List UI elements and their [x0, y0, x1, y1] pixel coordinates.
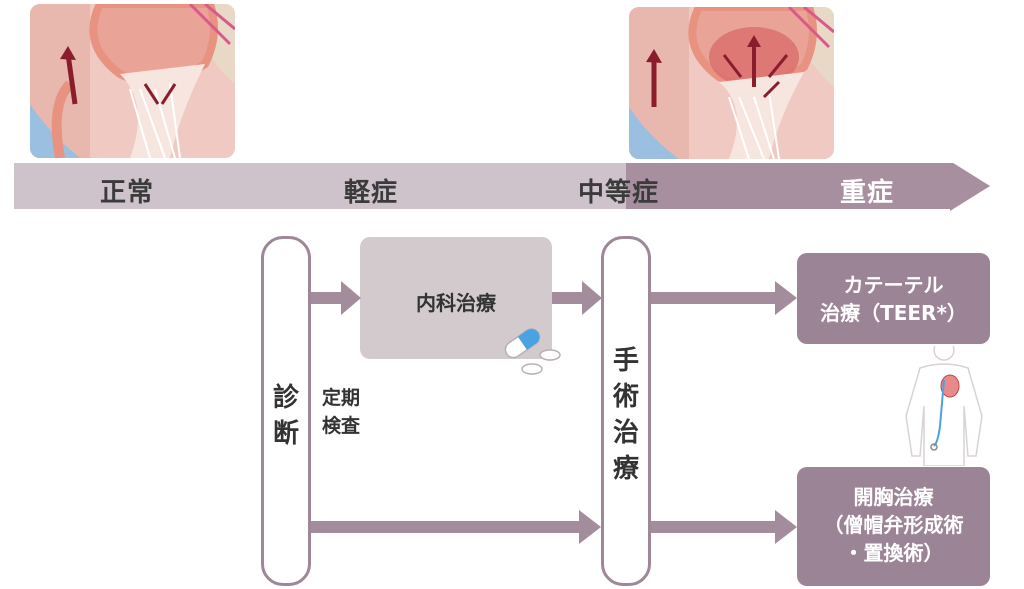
arrow-medical-to-surgery [552, 281, 602, 315]
diagnosis-label-2: 断 [272, 419, 299, 449]
arrow-diagnosis-to-surgery [311, 510, 601, 544]
surgery-pill [601, 236, 651, 586]
catheter-line1: カテーテル [843, 273, 944, 297]
open-chest-treatment-box: 開胸治療 （僧帽弁形成術 ・置換術） [797, 467, 990, 586]
surgery-char-4: 療 [612, 454, 639, 484]
stage-normal: 正常 [100, 178, 155, 208]
stage-severe: 重症 [840, 178, 895, 208]
surgery-char-1: 手 [612, 346, 639, 376]
stage-mild: 軽症 [344, 178, 399, 208]
regurgitation-valve-illustration [629, 7, 834, 159]
arrow-surgery-to-open-chest [651, 510, 797, 544]
surgery-char-2: 術 [612, 382, 639, 412]
pill-capsule-icon [504, 328, 561, 375]
open-chest-line2: （僧帽弁形成術 [823, 513, 964, 537]
open-chest-line1: 開胸治療 [853, 485, 934, 509]
arrow-surgery-to-catheter [651, 281, 797, 315]
diagnosis-pill [261, 236, 311, 586]
checkup-line2: 検査 [322, 415, 361, 437]
arrow-diagnosis-to-medical [311, 281, 361, 315]
normal-valve-illustration [30, 4, 235, 158]
checkup-line1: 定期 [322, 387, 361, 409]
stage-moderate: 中等症 [578, 178, 660, 208]
diagnosis-label-1: 診 [272, 383, 299, 413]
surgery-char-3: 治 [612, 418, 639, 448]
catheter-treatment-box: カテーテル 治療（TEER*） [797, 253, 990, 344]
body-catheter-icon [905, 346, 983, 466]
open-chest-line3: ・置換術） [843, 541, 944, 565]
catheter-line2: 治療（TEER*） [820, 301, 967, 325]
medical-treatment-label: 内科治療 [416, 291, 496, 315]
severity-band [14, 163, 990, 211]
